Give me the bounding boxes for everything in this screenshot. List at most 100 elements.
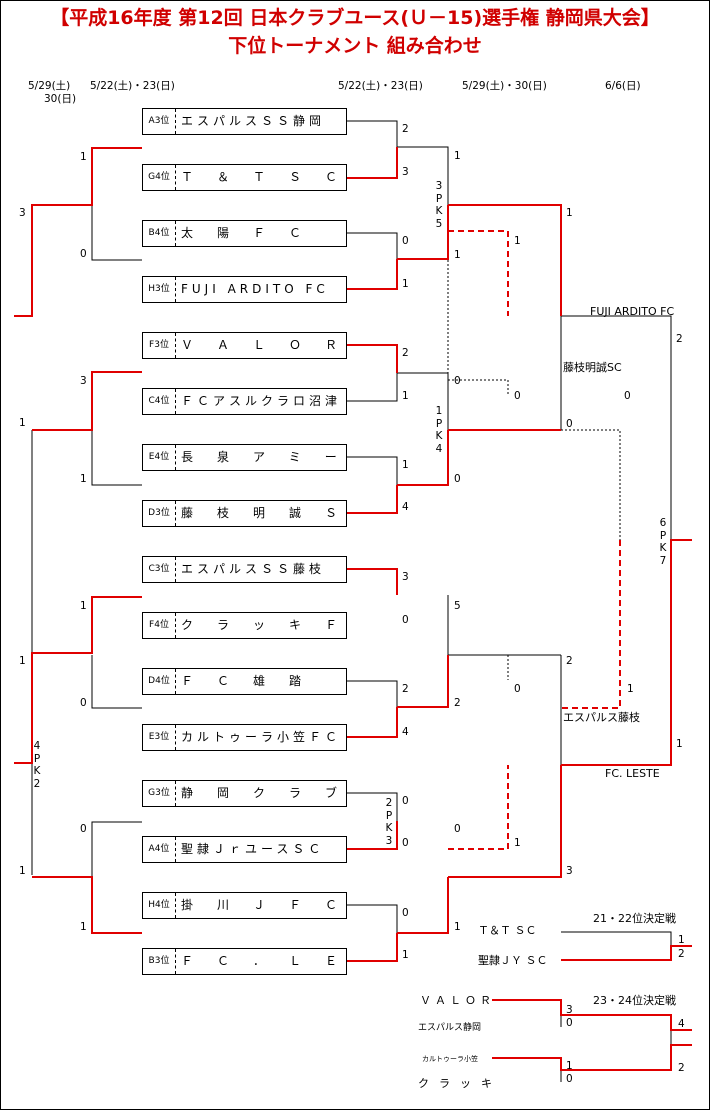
team-name: エスパルスＳＳ藤枝: [181, 562, 326, 576]
winner-lower-top: エスパルス藤枝: [563, 711, 640, 724]
pk-left: 4 P K 2: [33, 740, 41, 790]
score-s02: 3: [402, 166, 409, 178]
score-r2d1: 0: [454, 823, 461, 835]
placement-23-team3: カルトゥーラ小笠: [422, 1055, 478, 1063]
team-name: ＦＣ雄踏: [181, 674, 326, 688]
score-q2: 0: [624, 390, 631, 402]
placement-21-title: 21・22位決定戦: [593, 912, 676, 925]
score-r2c1: 5: [454, 600, 461, 612]
date-round1-right: 5/29(土)・30(日): [462, 80, 547, 92]
team-box: C3位エスパルスＳＳ藤枝: [142, 556, 347, 583]
score-s15: 0: [402, 907, 409, 919]
team-box: H4位掛川ＪＦＣ: [142, 892, 347, 919]
score-r2c2: 2: [454, 697, 461, 709]
team-box: D4位 ＦＣ雄踏: [142, 668, 347, 695]
team-seed: F3位: [143, 333, 176, 358]
pk-final: 6 P K 7: [659, 517, 667, 567]
score-p23e: 4: [678, 1018, 685, 1030]
team-name: エスパルスＳＳ静岡: [181, 114, 326, 128]
team-seed: F4位: [143, 613, 176, 638]
score-l6: 0: [80, 697, 87, 709]
team-seed: A3位: [143, 109, 176, 134]
score-p23f: 2: [678, 1062, 685, 1074]
date-final: 6/6(日): [605, 80, 641, 92]
page-subtitle: 下位トーナメント 組み合わせ: [228, 35, 482, 57]
score-ll2: 1: [19, 417, 26, 429]
score-s09: 3: [402, 571, 409, 583]
team-name: FUJI ARDITO FC: [181, 282, 329, 296]
team-box: H3位 FUJI ARDITO FC: [142, 276, 347, 303]
team-name: ＦＣアスルクラロ沼津: [181, 394, 340, 408]
team-seed: A4位: [143, 837, 176, 862]
team-seed: C3位: [143, 557, 176, 582]
score-p21b: 2: [678, 948, 685, 960]
team-seed: H4位: [143, 893, 176, 918]
score-s06: 1: [402, 390, 409, 402]
winner-upper-top: FUJI ARDITO FC: [590, 305, 675, 318]
team-seed: D3位: [143, 501, 176, 526]
team-seed: H3位: [143, 277, 176, 302]
winner-upper-bottom: 藤枝明誠SC: [563, 361, 622, 374]
score-s01: 2: [402, 123, 409, 135]
team-name: 藤枝明誠ＳＣ: [181, 506, 340, 520]
team-box: F3位 ＶＡＬＯＲＦＣ: [142, 332, 347, 359]
team-name: ＶＡＬＯＲＦＣ: [181, 338, 340, 352]
score-r2b2: 0: [454, 473, 461, 485]
score-p23a: 3: [566, 1004, 573, 1016]
team-name: 太陽ＦＣ: [181, 226, 326, 240]
score-p23b: 0: [566, 1017, 573, 1029]
score-r2a2: 1: [454, 249, 461, 261]
score-f1: 2: [676, 333, 683, 345]
score-ll3: 1: [19, 655, 26, 667]
team-name: カルトゥーラ小笠ＦＣ: [181, 730, 340, 744]
score-m4: 0: [514, 390, 521, 402]
score-l3: 3: [80, 375, 87, 387]
score-l8: 1: [80, 921, 87, 933]
team-name: ＦＣ．ＬＥＳＴＥ: [181, 954, 340, 968]
score-q3: 2: [566, 655, 573, 667]
team-box: G4位 Ｔ＆ＴＳＣ: [142, 164, 347, 191]
score-l7: 0: [80, 823, 87, 835]
team-box: D3位藤枝明誠ＳＣ: [142, 500, 347, 527]
placement-23-team4: クラッキ: [418, 1077, 502, 1090]
placement-21-team2: 聖隷ＪＹ ＳＣ: [478, 954, 548, 967]
score-p23c: 1: [566, 1060, 573, 1072]
score-s16: 1: [402, 949, 409, 961]
score-l5: 1: [80, 600, 87, 612]
score-m5: 0: [514, 683, 521, 695]
score-s07: 1: [402, 459, 409, 471]
team-name: 掛川ＪＦＣ: [181, 898, 337, 912]
score-q4: 3: [566, 865, 573, 877]
pk-r2b: 1 P K 4: [435, 405, 443, 455]
pk-r2a: 3 P K 5: [435, 180, 443, 230]
score-p23d: 0: [566, 1073, 573, 1085]
team-box: B3位 ＦＣ．ＬＥＳＴＥ: [142, 948, 347, 975]
page-title: 【平成16年度 第12回 日本クラブユース(Ｕ－15)選手権 静岡県大会】: [50, 7, 660, 29]
score-m2: 0: [566, 418, 573, 430]
score-q1: 1: [627, 683, 634, 695]
score-m1: 1: [566, 207, 573, 219]
team-name: Ｔ＆ＴＳＣ: [181, 170, 337, 184]
date-round3: 5/22(土)・23(日): [90, 80, 175, 92]
team-name: 静岡クラブ: [181, 786, 337, 800]
score-s12: 4: [402, 726, 409, 738]
score-ll4: 1: [19, 865, 26, 877]
score-s04: 1: [402, 278, 409, 290]
placement-21-team1: Ｔ＆Ｔ ＳＣ: [478, 924, 537, 937]
team-seed: C4位: [143, 389, 176, 414]
score-s11: 2: [402, 683, 409, 695]
placement-23-title: 23・24位決定戦: [593, 994, 676, 1007]
pk-r2d: 2 P K 3: [385, 797, 393, 847]
date-round2-right: 5/22(土)・23(日): [338, 80, 423, 92]
score-s10: 0: [402, 614, 409, 626]
date-round4b: 30(日): [44, 93, 77, 105]
team-seed: D4位: [143, 669, 176, 694]
team-seed: E3位: [143, 725, 176, 750]
team-box: B4位太陽ＦＣ: [142, 220, 347, 247]
placement-23-team2: エスパルス静岡: [418, 1023, 482, 1033]
team-seed: B3位: [143, 949, 176, 974]
date-round4: 5/29(土): [28, 80, 71, 92]
team-seed: G4位: [143, 165, 176, 190]
score-s05: 2: [402, 347, 409, 359]
